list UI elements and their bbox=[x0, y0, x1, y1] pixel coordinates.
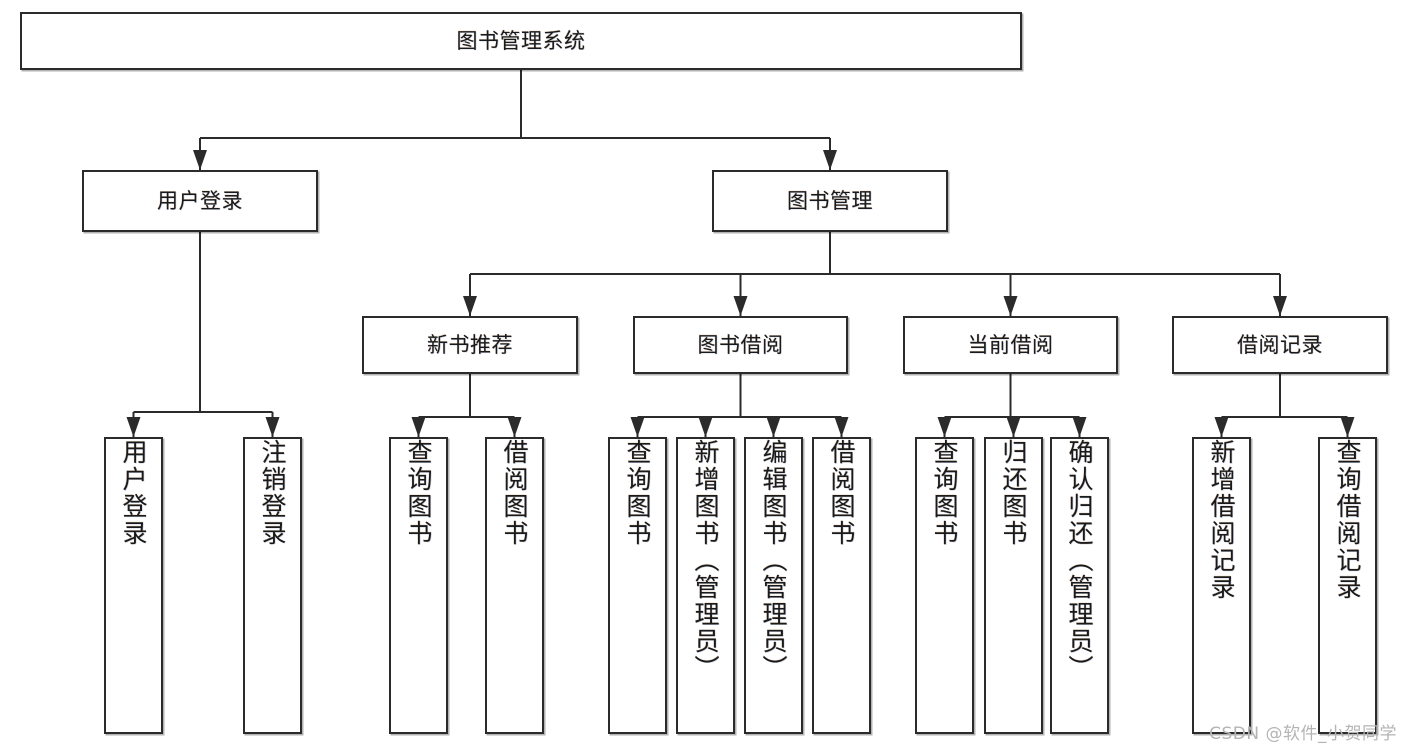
node-label: 编辑图书（管理员） bbox=[759, 439, 788, 682]
node-leaf-bw-query[interactable]: 查询图书 bbox=[608, 437, 667, 734]
arrowhead-icon bbox=[126, 417, 141, 437]
node-label: 查询图书 bbox=[404, 439, 433, 547]
node-label: 借阅记录 bbox=[1237, 332, 1323, 357]
arrowhead-icon bbox=[630, 417, 645, 437]
node-label: 查询借阅记录 bbox=[1333, 439, 1362, 601]
arrowhead-icon bbox=[463, 296, 477, 316]
arrowhead-icon bbox=[1006, 417, 1021, 437]
node-leaf-userlogin[interactable]: 用户登录 bbox=[104, 437, 163, 734]
node-label: 图书管理系统 bbox=[456, 28, 586, 53]
arrowhead-icon bbox=[823, 150, 837, 170]
node-label: 当前借阅 bbox=[967, 332, 1054, 357]
arrowhead-icon bbox=[411, 417, 426, 437]
node-leaf-logout[interactable]: 注销登录 bbox=[243, 437, 302, 734]
node-label: 借阅图书 bbox=[500, 439, 529, 547]
arrowhead-icon bbox=[1072, 417, 1087, 437]
arrowhead-icon bbox=[193, 150, 207, 170]
node-label: 注销登录 bbox=[258, 439, 287, 547]
arrowhead-icon bbox=[1340, 417, 1355, 437]
node-root[interactable]: 图书管理系统 bbox=[20, 12, 1022, 70]
node-leaf-nb-borrow[interactable]: 借阅图书 bbox=[485, 437, 544, 734]
node-leaf-cb-query[interactable]: 查询图书 bbox=[915, 437, 974, 734]
node-records[interactable]: 借阅记录 bbox=[1172, 316, 1388, 374]
node-leaf-cb-confirm[interactable]: 确认归还（管理员） bbox=[1050, 437, 1109, 734]
arrowhead-icon bbox=[1003, 296, 1018, 316]
node-leaf-cb-return[interactable]: 归还图书 bbox=[984, 437, 1043, 734]
node-leaf-nb-query[interactable]: 查询图书 bbox=[389, 437, 448, 734]
node-label: 用户登录 bbox=[119, 439, 148, 547]
arrowhead-icon bbox=[834, 417, 849, 437]
arrowhead-icon bbox=[507, 417, 522, 437]
node-label: 图书借阅 bbox=[697, 332, 784, 357]
node-leaf-rc-query[interactable]: 查询借阅记录 bbox=[1318, 437, 1377, 734]
node-label: 新书推荐 bbox=[427, 332, 513, 357]
node-label: 新增图书（管理员） bbox=[691, 439, 720, 682]
node-label: 确认归还（管理员） bbox=[1065, 439, 1094, 682]
arrowhead-icon bbox=[1273, 296, 1287, 316]
arrowhead-icon bbox=[1214, 417, 1229, 437]
node-leaf-bw-edit[interactable]: 编辑图书（管理员） bbox=[744, 437, 803, 734]
node-newbook[interactable]: 新书推荐 bbox=[362, 316, 578, 374]
node-borrow[interactable]: 图书借阅 bbox=[633, 316, 848, 374]
node-leaf-bw-add[interactable]: 新增图书（管理员） bbox=[676, 437, 735, 734]
arrowhead-icon bbox=[766, 417, 781, 437]
arrowhead-icon bbox=[733, 296, 748, 316]
node-leaf-rc-add[interactable]: 新增借阅记录 bbox=[1192, 437, 1251, 734]
arrowhead-icon bbox=[698, 417, 713, 437]
node-leaf-bw-borrow[interactable]: 借阅图书 bbox=[812, 437, 871, 734]
node-login[interactable]: 用户登录 bbox=[82, 170, 318, 232]
node-label: 借阅图书 bbox=[827, 439, 856, 547]
node-current[interactable]: 当前借阅 bbox=[903, 316, 1118, 374]
arrowhead-icon bbox=[937, 417, 952, 437]
node-bookmgr[interactable]: 图书管理 bbox=[712, 170, 948, 232]
node-label: 查询图书 bbox=[623, 439, 652, 547]
watermark-label: CSDN @软件_小贺同学 bbox=[1209, 724, 1397, 744]
node-label: 新增借阅记录 bbox=[1207, 439, 1236, 601]
node-label: 用户登录 bbox=[157, 188, 243, 213]
node-label: 归还图书 bbox=[999, 439, 1028, 547]
node-label: 图书管理 bbox=[787, 188, 873, 213]
node-label: 查询图书 bbox=[930, 439, 959, 547]
arrowhead-icon bbox=[265, 417, 280, 437]
